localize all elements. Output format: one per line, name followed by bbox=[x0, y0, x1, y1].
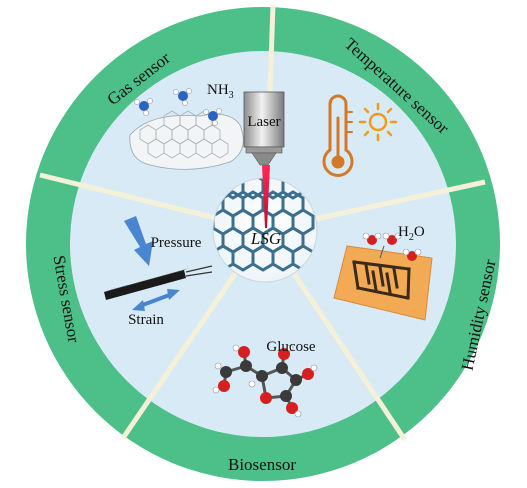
strain-arrow bbox=[132, 289, 180, 311]
glucose-molecule-icon bbox=[212, 344, 318, 418]
h2o-label: H2O bbox=[398, 224, 425, 243]
laser-label: Laser bbox=[247, 114, 280, 130]
ammonia-molecule bbox=[203, 108, 222, 126]
strain-sensor-beam-icon bbox=[104, 216, 213, 311]
laser-head-icon bbox=[243, 91, 285, 166]
interdigitated-electrode-icon bbox=[333, 245, 433, 321]
pressure-label: Pressure bbox=[151, 235, 202, 251]
graphene-sheet-with-ammonia-molecules-icon bbox=[129, 88, 244, 170]
water-molecule bbox=[402, 248, 422, 261]
pressure-arrow bbox=[124, 216, 153, 266]
ring-label-biosensor: Biosensor bbox=[228, 455, 296, 474]
strain-label: Strain bbox=[128, 312, 164, 328]
thermometer-icon bbox=[322, 94, 354, 177]
laser-beam bbox=[262, 165, 270, 228]
water-molecule bbox=[382, 232, 402, 245]
water-molecule bbox=[362, 232, 382, 245]
adsorption-arrow bbox=[379, 245, 385, 259]
lsg-label: LSG bbox=[250, 229, 281, 248]
lsg-hub bbox=[212, 177, 318, 283]
nh3-label: NH3 bbox=[207, 82, 234, 101]
glucose-label: Glucose bbox=[266, 339, 315, 355]
ammonia-molecule bbox=[173, 88, 192, 106]
ammonia-molecule bbox=[134, 98, 153, 116]
sun-icon bbox=[358, 102, 398, 142]
